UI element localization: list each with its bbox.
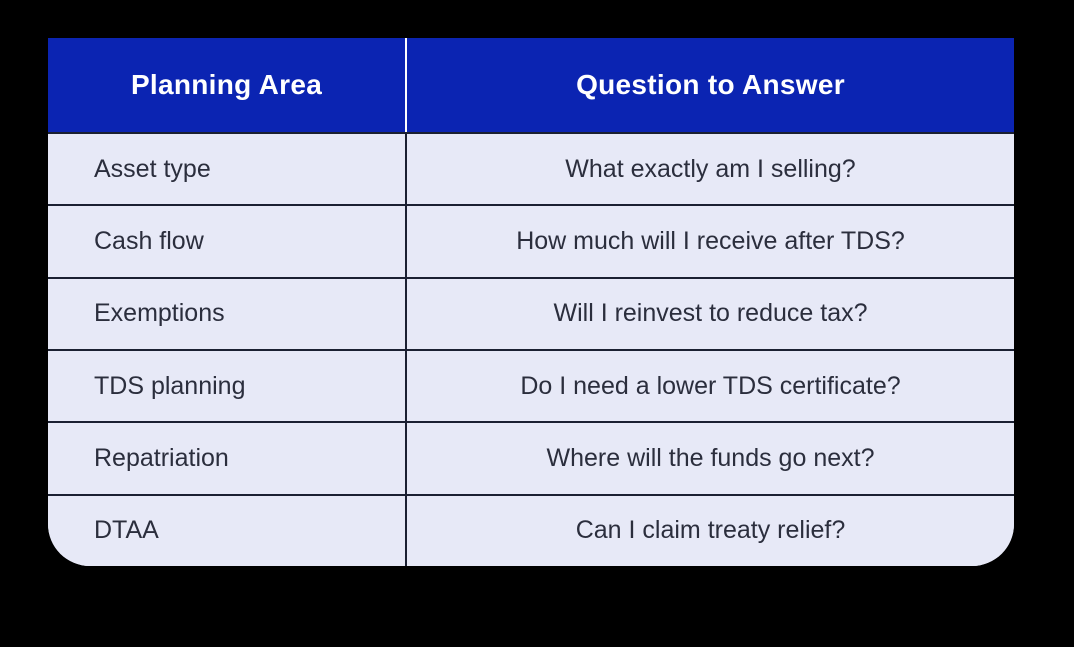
question-cell: What exactly am I selling?	[565, 154, 856, 183]
table-header-row: Planning Area Question to Answer	[48, 38, 1014, 132]
planning-table: Planning Area Question to Answer Asset t…	[48, 38, 1014, 566]
question-cell: Will I reinvest to reduce tax?	[553, 299, 868, 328]
planning-area-cell: TDS planning	[48, 350, 407, 422]
header-planning-area: Planning Area	[48, 38, 407, 132]
table-row: Cash flow How much will I receive after …	[48, 204, 1014, 277]
question-cell: Do I need a lower TDS certificate?	[520, 371, 901, 400]
question-cell: Where will the funds go next?	[546, 443, 875, 472]
table-row: Exemptions Will I reinvest to reduce tax…	[48, 276, 1014, 349]
header-question-to-answer: Question to Answer	[576, 69, 845, 100]
question-cell: Can I claim treaty relief?	[575, 516, 846, 545]
table-row: Asset type What exactly am I selling?	[48, 132, 1014, 205]
table-body: Asset type What exactly am I selling? Ca…	[48, 132, 1014, 566]
planning-area-cell: DTAA	[48, 495, 407, 566]
table-row: DTAA Can I claim treaty relief?	[48, 493, 1014, 566]
planning-area-cell: Asset type	[48, 134, 407, 205]
question-cell: How much will I receive after TDS?	[516, 226, 905, 255]
table-row: TDS planning Do I need a lower TDS certi…	[48, 348, 1014, 422]
planning-area-cell: Cash flow	[48, 206, 407, 277]
planning-area-cell: Exemptions	[48, 278, 407, 349]
table-row: Repatriation Where will the funds go nex…	[48, 421, 1014, 494]
planning-area-cell: Repatriation	[48, 423, 407, 494]
